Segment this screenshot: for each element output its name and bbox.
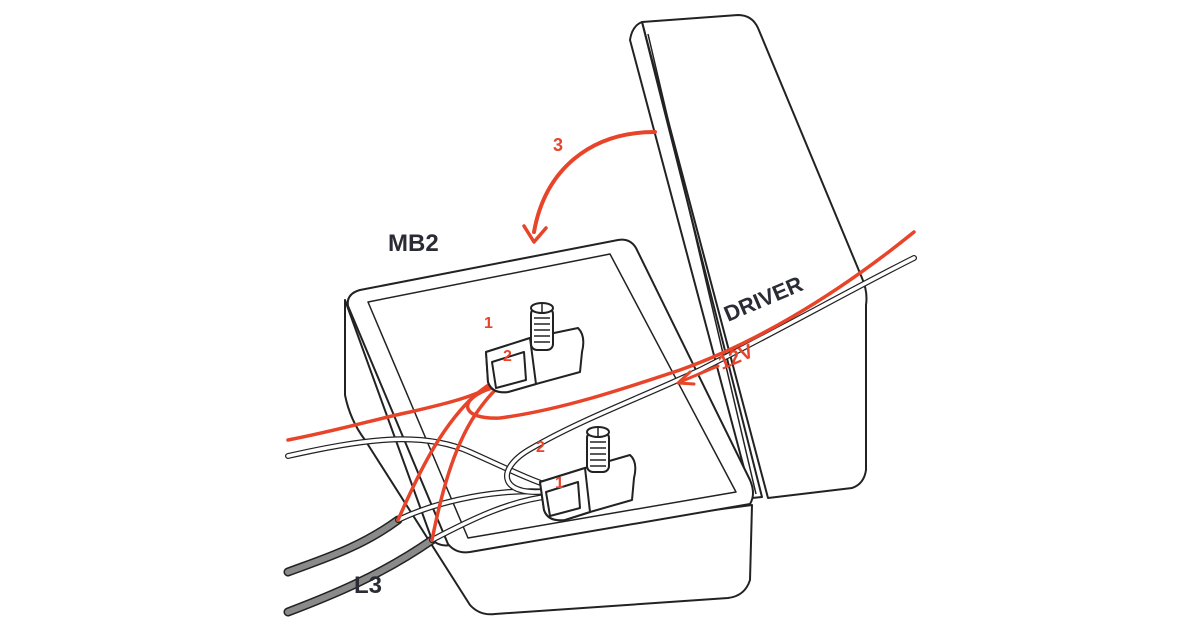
- screw-icon: [590, 428, 606, 467]
- curved-arrow-icon: [522, 130, 657, 244]
- lower-terminal-pos1-label: 1: [555, 475, 564, 492]
- screw-icon: [534, 304, 550, 343]
- upper-terminal-pos1-label: 1: [484, 315, 493, 332]
- l3-cable: [283, 515, 437, 617]
- cable-label: L3: [354, 572, 382, 599]
- lower-terminal-pos2-label: 2: [536, 439, 545, 456]
- lower-terminal: [539, 426, 637, 522]
- lid-step-label: 3: [553, 135, 563, 155]
- upper-terminal-pos2-label: 2: [503, 348, 512, 365]
- red-wires: [286, 230, 916, 542]
- box-body: [344, 238, 754, 616]
- box-label: MB2: [388, 230, 439, 257]
- arrow-left-icon: [676, 364, 720, 386]
- box-lid: [629, 14, 868, 499]
- upper-terminal: [485, 302, 585, 394]
